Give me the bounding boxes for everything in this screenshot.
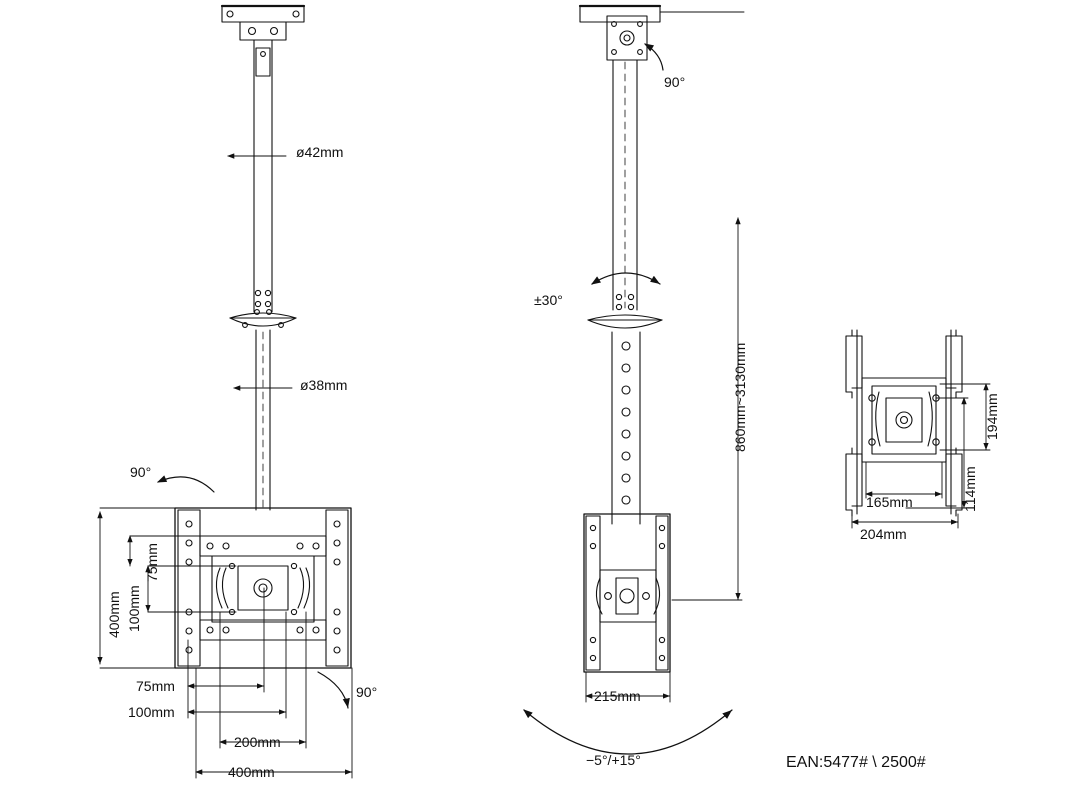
label-pipe-inner-diameter: ø38mm [300,377,348,393]
label-left-vesa-h-75: 75mm [136,678,175,694]
label-left-height-400: 400mm [106,591,122,638]
label-height-range: 860mm~3130mm [732,342,748,452]
side-view-dimensions [523,11,745,755]
label-right-height-194: 194mm [984,393,1000,440]
label-middle-plate-width: 215mm [594,688,641,704]
rear-detail-geometry [845,329,963,517]
front-view-dimensions [97,153,353,779]
label-rotation-top-left: 90° [130,464,152,480]
rear-detail-dimensions [851,383,991,529]
label-left-vesa-h-100: 100mm [128,704,175,720]
label-left-vesa-v-75: 75mm [144,543,160,582]
label-right-height-114: 114mm [962,466,978,512]
label-pipe-outer-diameter: ø42mm [296,144,344,160]
label-tilt-range: −5°/+15° [586,752,641,768]
label-rotation-top-middle: 90° [664,74,686,90]
label-left-vesa-h-200: 200mm [234,734,281,750]
label-ean: EAN:5477# \ 2500# [786,754,926,771]
label-rotation-bottom-left: 90° [356,684,378,700]
front-view-geometry [174,4,352,669]
label-left-width-400: 400mm [228,764,275,780]
label-left-vesa-v-100: 100mm [126,585,142,632]
side-view-geometry [578,4,671,673]
label-right-width-165: 165mm [866,494,913,510]
label-right-width-204: 204mm [860,526,907,542]
label-swivel-30: ±30° [534,292,563,308]
